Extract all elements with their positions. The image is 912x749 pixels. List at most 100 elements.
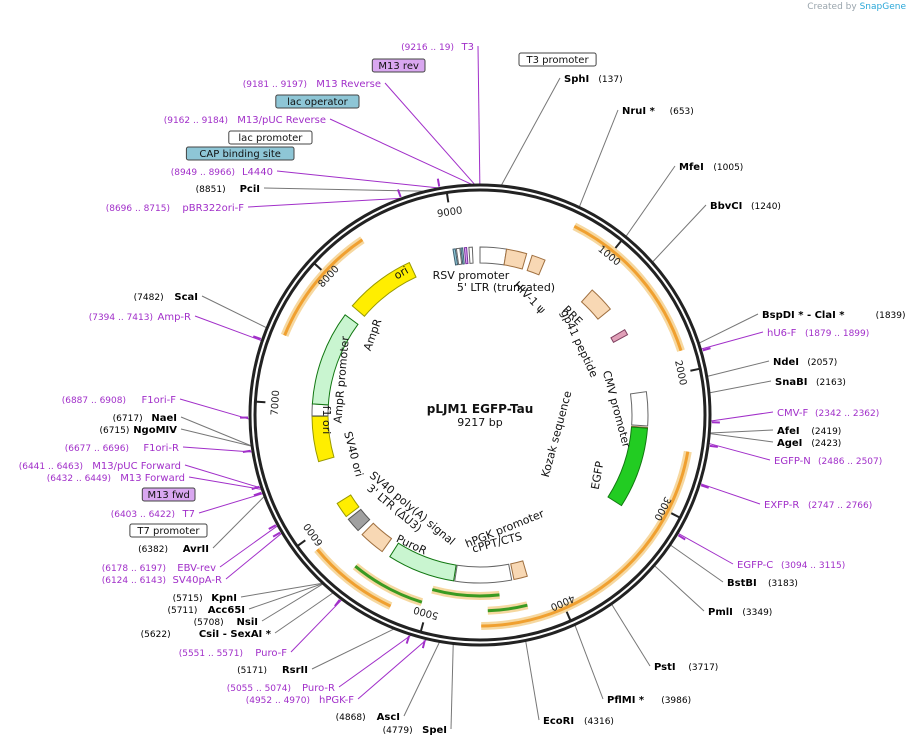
orf-arc (354, 565, 423, 604)
site-position-label: (1839) (876, 311, 906, 321)
feature-rre (580, 289, 612, 320)
primer-label: M13/pUC Reverse (237, 115, 326, 126)
enzyme-site-label: AvrII (183, 544, 209, 555)
feature-box (185, 146, 295, 161)
feature-sv40-ori (336, 494, 360, 518)
primer-site-marker (405, 635, 411, 644)
enzyme-site-label: NgoMIV (133, 425, 177, 436)
primer-label: EXFP-R (764, 500, 799, 511)
site-position-label: (2423) (811, 439, 841, 449)
leader-line (678, 533, 734, 565)
enzyme-site-label: PmlI (708, 607, 733, 618)
enzyme-site-label: BspDI * - ClaI * (762, 310, 845, 321)
site-position-label: (3986) (661, 696, 691, 706)
feature-box (518, 52, 597, 67)
feature-label: 5' LTR (truncated) (457, 281, 555, 294)
leader-line (357, 639, 427, 700)
leader-line (477, 45, 481, 185)
site-position-label: (4952 .. 4970) (246, 696, 310, 706)
feature-box-label: lac promoter (238, 133, 303, 144)
site-position-label: (5622) (141, 630, 171, 640)
leader-line (261, 583, 323, 622)
feature-label: RSV promoter (433, 269, 510, 282)
primer-label: EBV-rev (177, 563, 216, 574)
leader-line (625, 165, 676, 237)
site-position-label: (6715) (99, 426, 129, 436)
feature-t3-promoter (468, 246, 474, 264)
feature-gp41-peptide (610, 329, 629, 344)
feature-box-label: CAP binding site (199, 149, 281, 160)
tick-mark (690, 367, 701, 372)
site-position-label: (3094 .. 3115) (781, 561, 845, 571)
site-position-label: (9181 .. 9197) (243, 80, 307, 90)
primer-site-marker (436, 178, 441, 187)
site-position-label: (8696 .. 8715) (106, 204, 170, 214)
leader-line (611, 604, 651, 667)
feature-cap-binding-site (452, 248, 459, 266)
site-position-label: (1879 .. 1899) (805, 329, 869, 339)
site-position-label: (4316) (584, 717, 614, 727)
feature-label: SV40 ori (341, 430, 366, 478)
feature-box-label: M13 fwd (147, 490, 189, 501)
site-position-label: (6178 .. 6197) (102, 564, 166, 574)
enzyme-site-label: MfeI (679, 162, 704, 173)
feature-cmv-promoter (629, 391, 649, 427)
site-position-label: (6432 .. 6449) (47, 474, 111, 484)
site-position-label: (8949 .. 8966) (171, 168, 235, 178)
site-position-label: (9216 .. 19) (401, 43, 454, 53)
leader-line (501, 77, 561, 186)
primer-site-marker (268, 524, 277, 530)
primer-label: SV40pA-R (173, 575, 222, 586)
leader-line (710, 433, 774, 443)
leader-line (263, 187, 423, 192)
enzyme-site-label: Acc65I (208, 605, 245, 616)
leader-line (574, 625, 604, 700)
site-markers-layer (240, 178, 720, 649)
feature-egfp (607, 426, 649, 507)
site-position-label: (1240) (751, 202, 781, 212)
feature-box (129, 523, 208, 538)
tick-label: 6000 (302, 521, 326, 548)
leader-line (290, 599, 342, 653)
feature-sv40-poly-a-signal (347, 508, 371, 532)
leader-line (182, 446, 253, 453)
leader-line (184, 464, 261, 489)
enzyme-site-label: NruI * (622, 106, 656, 117)
primer-site-marker (709, 444, 718, 448)
enzyme-site-label: AscI (377, 712, 400, 723)
feature-cppt-cts (510, 560, 528, 581)
leader-line (179, 398, 250, 420)
feature-box-label: lac operator (287, 97, 348, 108)
primer-label: T3 (461, 42, 474, 53)
plasmid-name: pLJM1 EGFP-Tau (427, 402, 534, 416)
primer-site-marker (251, 485, 260, 491)
site-position-label: (6717) (113, 414, 143, 424)
site-position-label: (6677 .. 6696) (65, 444, 129, 454)
enzyme-site-label: KpnI (211, 593, 237, 604)
site-position-label: (5551 .. 5571) (179, 649, 243, 659)
leader-line (709, 443, 771, 461)
backbone-outer-circle (248, 183, 712, 647)
primer-site-marker (396, 189, 402, 198)
feature-box (371, 58, 426, 73)
feature-3-ltr-u3- (361, 522, 393, 553)
primer-site-marker (700, 484, 710, 489)
leader-line (225, 532, 282, 580)
credit-brand: SnapGene (859, 2, 906, 12)
tick-label: 7000 (270, 390, 282, 416)
enzyme-site-label: SphI (564, 74, 589, 85)
feature-5-ltr-truncated- (503, 248, 528, 270)
primer-site-marker (334, 599, 341, 607)
enzyme-site-label: NaeI (151, 413, 177, 424)
leader-line (201, 295, 267, 329)
orf-arcs-layer (280, 222, 692, 630)
primer-label: F1ori-R (143, 443, 179, 454)
primer-site-marker (702, 347, 711, 352)
enzyme-site-label: RsrII (282, 665, 308, 676)
leader-line (180, 428, 252, 447)
leader-line (709, 380, 772, 394)
primer-label: pBR322ori-F (182, 203, 244, 214)
site-position-label: (5708) (194, 618, 224, 628)
feature-label: ori (392, 264, 411, 282)
